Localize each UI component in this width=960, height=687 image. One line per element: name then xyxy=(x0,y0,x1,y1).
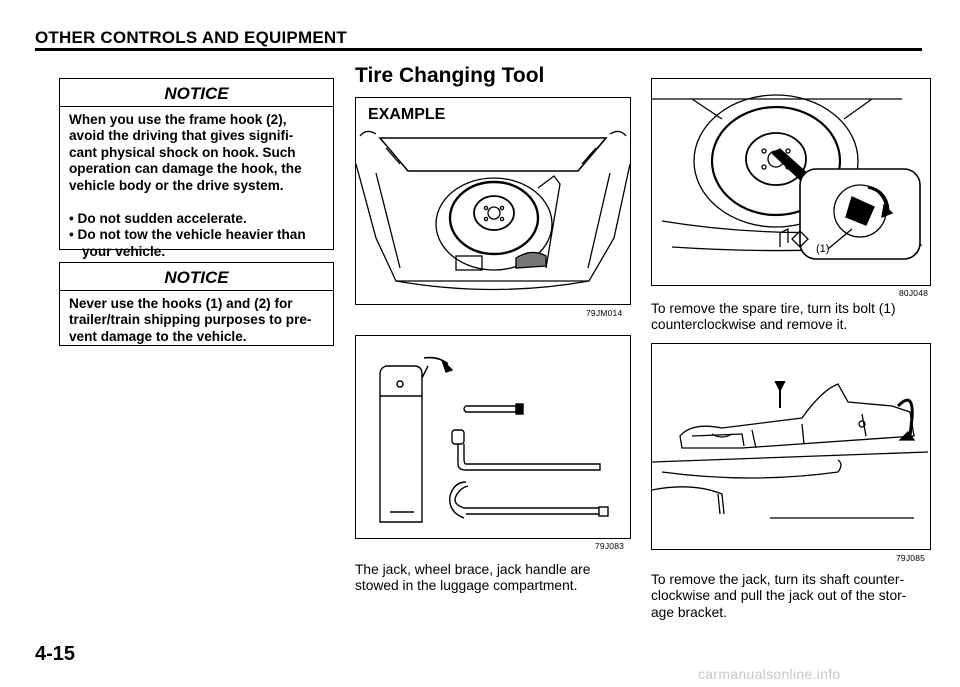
page-number: 4-15 xyxy=(35,643,76,665)
spare-tire-illustration xyxy=(356,130,630,291)
figure-spare-tire-bolt: (1) xyxy=(651,78,931,286)
figure-code-label: 80J048 xyxy=(899,288,929,298)
section-header: OTHER CONTROLS AND EQUIPMENT xyxy=(35,28,347,47)
caption-spare-tire: To remove the spare tire, turn its bolt … xyxy=(651,301,896,333)
caption-tools: The jack, wheel brace, jack handle are s… xyxy=(355,562,591,594)
jack-removal-illustration xyxy=(652,381,929,519)
figure-code-label: 79J085 xyxy=(896,553,926,563)
watermark: carmanualsonline.info xyxy=(698,666,841,682)
figure-luggage-compartment: EXAMPLE xyxy=(355,97,631,305)
callout-bolt: (1) xyxy=(816,243,830,255)
figure-label: EXAMPLE xyxy=(368,106,446,123)
spare-tire-bolt-illustration xyxy=(652,94,923,260)
notice-box-frame-hook: NOTICE When you use the frame hook (2), … xyxy=(59,78,334,259)
figure-tools xyxy=(355,335,631,539)
section-title: Tire Changing Tool xyxy=(355,64,545,87)
notice-title: NOTICE xyxy=(60,263,333,291)
notice-text: When you use the frame hook (2), avoid t… xyxy=(69,112,325,260)
caption-jack: To remove the jack, turn its shaft count… xyxy=(651,572,907,620)
jack-and-tools-illustration xyxy=(379,356,609,523)
notice-paragraph: Never use the hooks (1) and (2) for trai… xyxy=(69,296,312,344)
notice-bullet: • Do not tow the vehicle heavier than yo… xyxy=(69,227,306,259)
notice-paragraph: When you use the frame hook (2), avoid t… xyxy=(69,112,302,193)
header-rule xyxy=(35,48,922,51)
figure-jack-removal xyxy=(651,343,931,550)
notice-title: NOTICE xyxy=(60,79,333,107)
figure-code-label: 79J083 xyxy=(595,541,625,551)
figure-code-label: 79JM014 xyxy=(586,308,623,318)
notice-box-hooks: NOTICE Never use the hooks (1) and (2) f… xyxy=(59,262,334,346)
notice-bullet: • Do not sudden accelerate. xyxy=(69,211,247,227)
